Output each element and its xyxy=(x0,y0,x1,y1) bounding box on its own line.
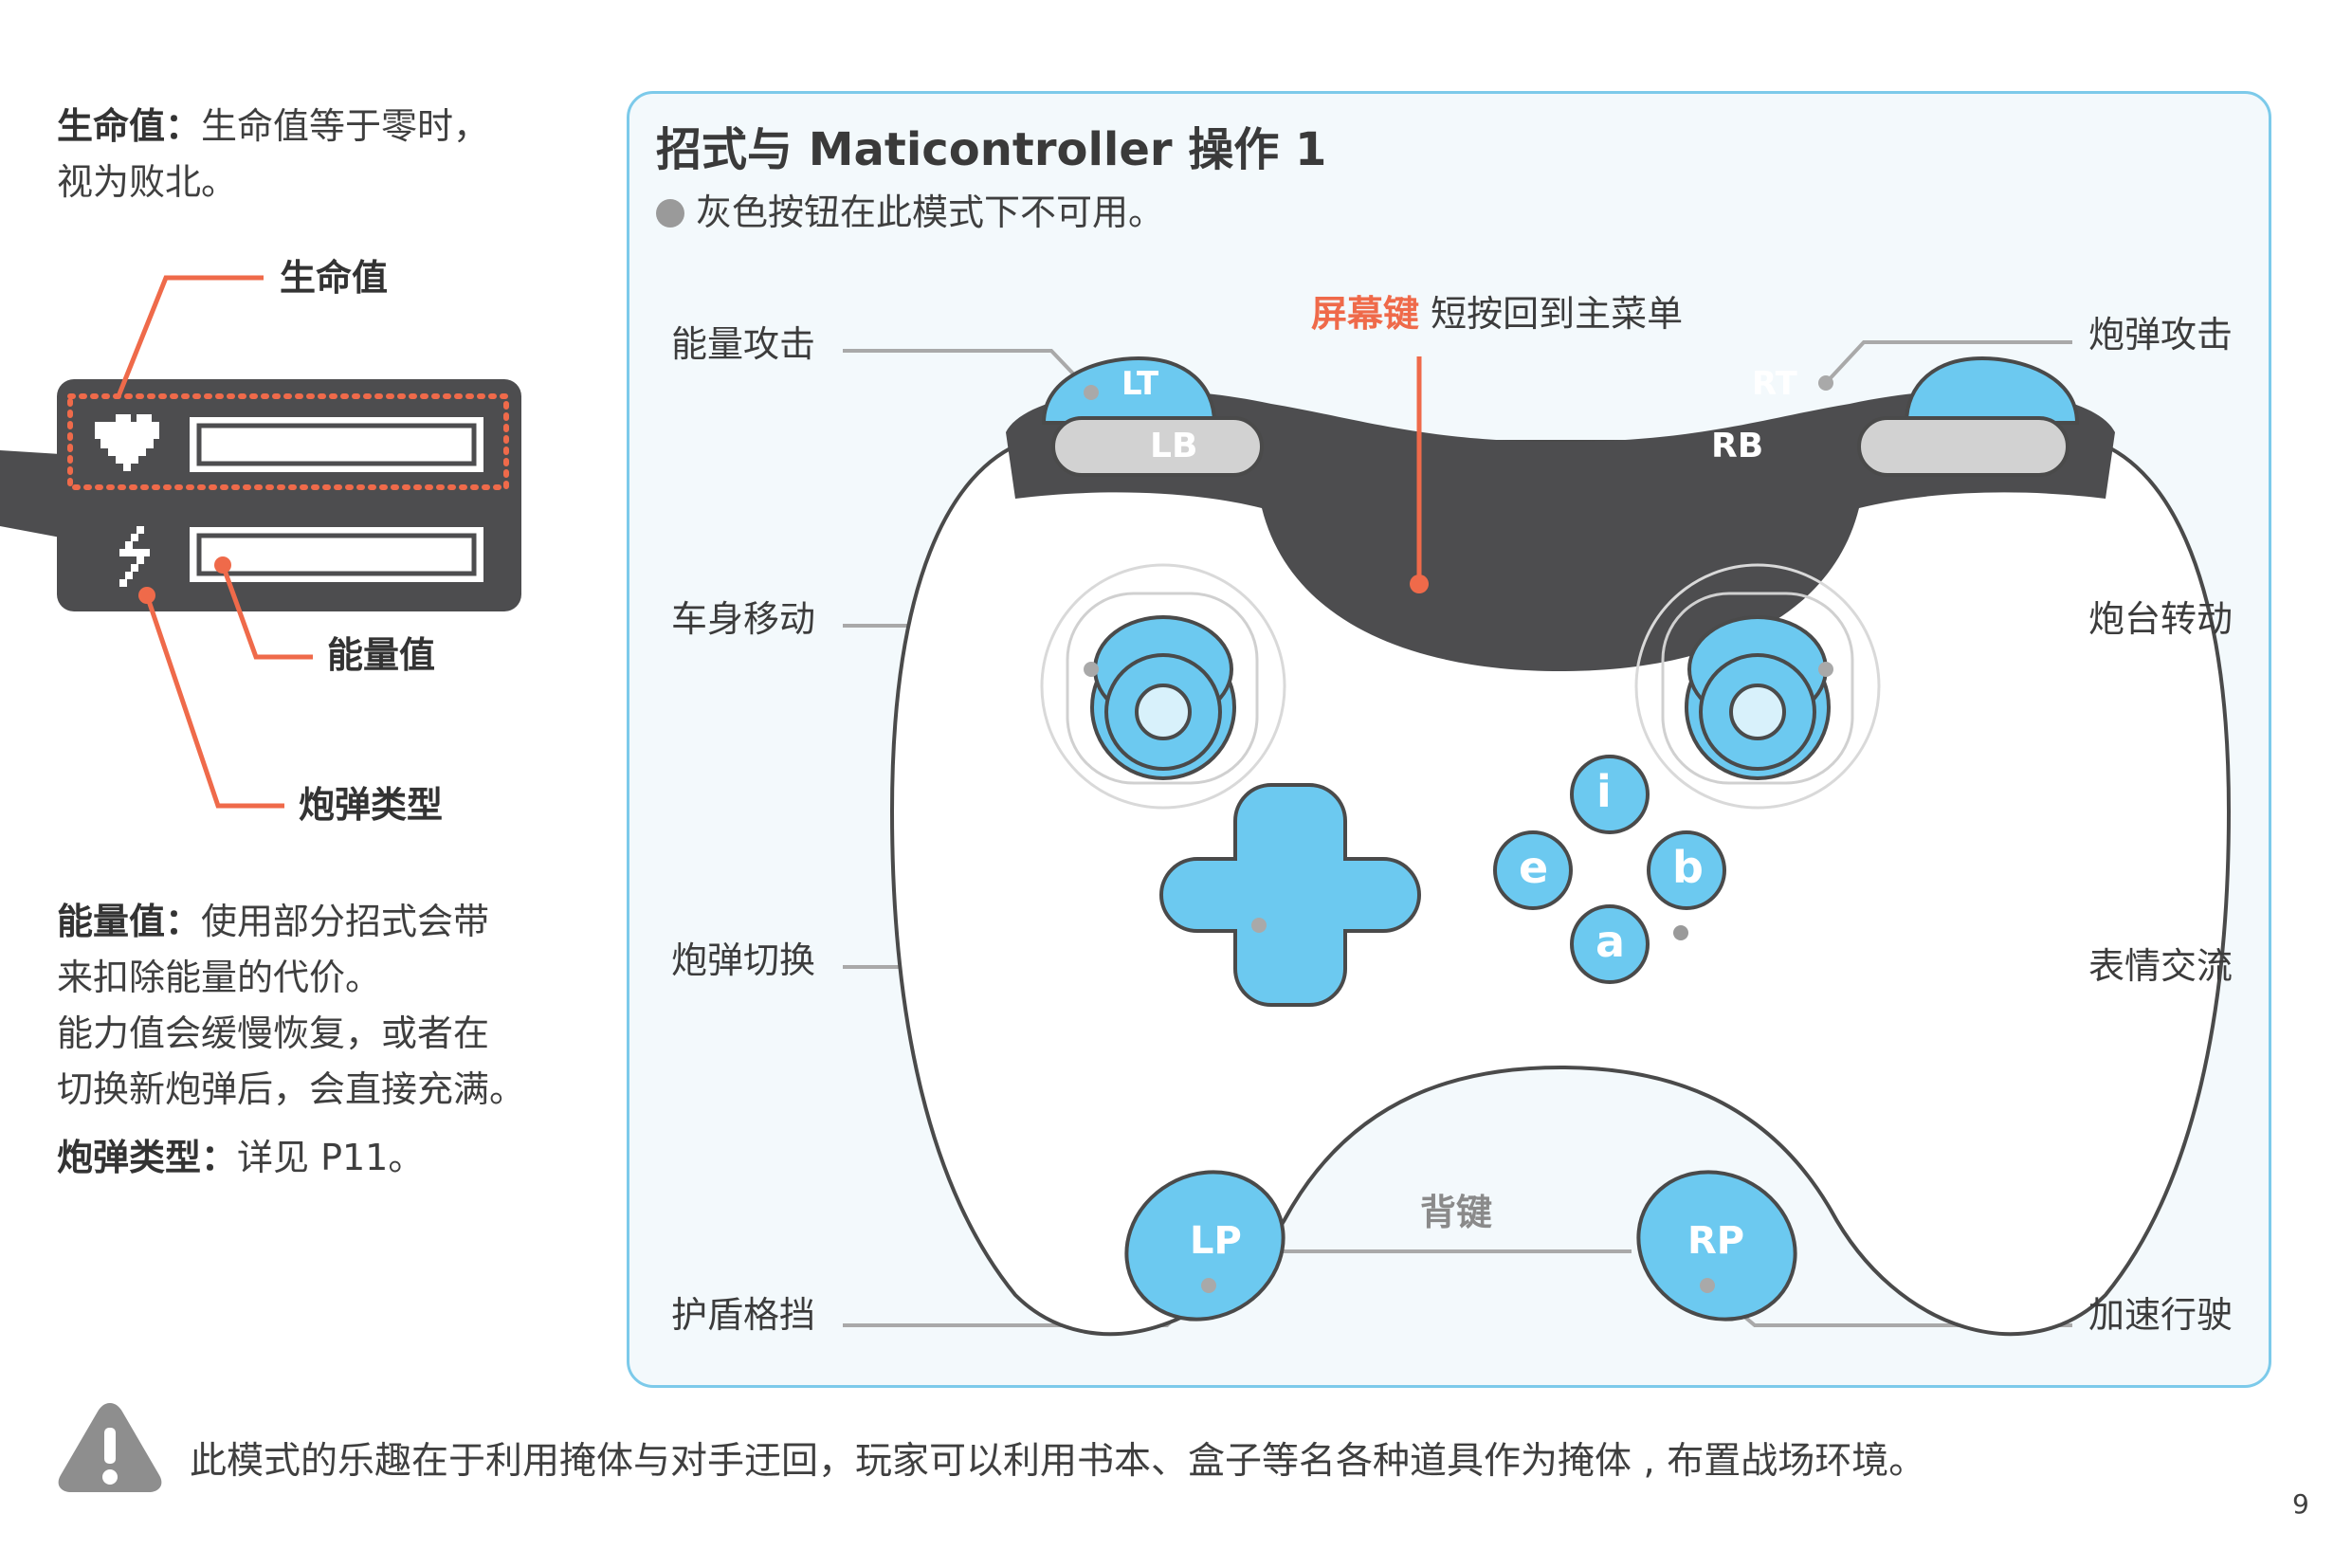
energy-description: 能量值：使用部分招式会带 xyxy=(57,894,489,950)
hud-energy-label: 能量值 xyxy=(327,634,436,676)
energy-desc-line-2: 来扣除能量的代价。 xyxy=(57,957,382,998)
gray-dot-icon xyxy=(656,199,684,228)
hp-desc-text: 生命值等于零时， xyxy=(201,105,490,147)
callout-face: 表情交流 xyxy=(2088,945,2233,987)
face-button-a[interactable]: a xyxy=(1595,916,1626,967)
energy-desc-line-1: 使用部分招式会带 xyxy=(201,901,490,942)
callout-lt: 能量攻击 xyxy=(671,323,816,365)
ammo-description: 炮弹类型：详见 P11。 xyxy=(57,1130,424,1186)
panel-note-text: 灰色按钮在此模式下不可用。 xyxy=(696,191,1165,233)
controller-diagram xyxy=(843,340,2232,1337)
energy-desc-line-4: 切换新炮弹后，会直接充满。 xyxy=(57,1068,526,1110)
energy-desc-label: 能量值： xyxy=(57,901,202,942)
dpad-graphic xyxy=(1158,783,1422,1007)
screen-key-desc: 短按回到主菜单 xyxy=(1431,293,1684,335)
panel-title: 招式与 Maticontroller 操作 1 xyxy=(656,123,1327,176)
lightning-icon xyxy=(119,526,150,587)
screen-key-label: 屏幕键 xyxy=(1311,293,1420,335)
rt-button[interactable]: RT xyxy=(1752,365,1797,403)
face-button-e[interactable]: e xyxy=(1519,842,1549,893)
footer-warning-text: 此模式的乐趣在于利用掩体与对手迂回，玩家可以利用书本、盒子等名各种道具作为掩体 … xyxy=(190,1440,1926,1483)
left-stick-graphic xyxy=(1040,563,1286,810)
rb-button[interactable]: RB xyxy=(1711,427,1764,465)
rp-button[interactable]: RP xyxy=(1687,1219,1745,1263)
lt-button[interactable]: LT xyxy=(1121,365,1159,403)
hud-diagram xyxy=(0,275,521,809)
callout-back: 背键 xyxy=(1420,1192,1493,1233)
callout-dpad: 炮弹切换 xyxy=(671,939,816,981)
hud-ammo-label: 炮弹类型 xyxy=(299,784,444,826)
lb-button[interactable]: LB xyxy=(1150,427,1198,465)
hud-hp-label: 生命值 xyxy=(280,257,389,299)
callout-left-stick: 车身移动 xyxy=(671,598,816,640)
hp-desc-label: 生命值： xyxy=(57,105,202,147)
ammo-desc-text: 详见 P11。 xyxy=(237,1137,425,1178)
energy-desc-line-3: 能力值会缓慢恢复，或者在 xyxy=(57,1012,490,1054)
heart-icon xyxy=(95,414,159,471)
warning-icon xyxy=(58,1403,162,1492)
panel-note: 灰色按钮在此模式下不可用。 xyxy=(656,183,1164,235)
callout-lp: 护盾格挡 xyxy=(671,1294,816,1336)
page-number: 9 xyxy=(2292,1488,2309,1520)
callout-rt: 炮弹攻击 xyxy=(2088,314,2233,356)
callout-right-stick: 炮台转动 xyxy=(2088,598,2233,640)
face-button-i[interactable]: i xyxy=(1596,766,1612,817)
lp-button[interactable]: LP xyxy=(1190,1219,1242,1263)
callout-rp: 加速行驶 xyxy=(2088,1294,2233,1336)
hp-desc-line2: 视为败北。 xyxy=(57,161,238,203)
ammo-desc-label: 炮弹类型： xyxy=(57,1137,238,1178)
hp-description: 生命值：生命值等于零时， xyxy=(57,99,489,155)
face-button-b[interactable]: b xyxy=(1672,842,1704,893)
screen-key-callout: 屏幕键 短按回到主菜单 xyxy=(1311,284,1683,337)
right-stick-graphic xyxy=(1634,563,1881,810)
